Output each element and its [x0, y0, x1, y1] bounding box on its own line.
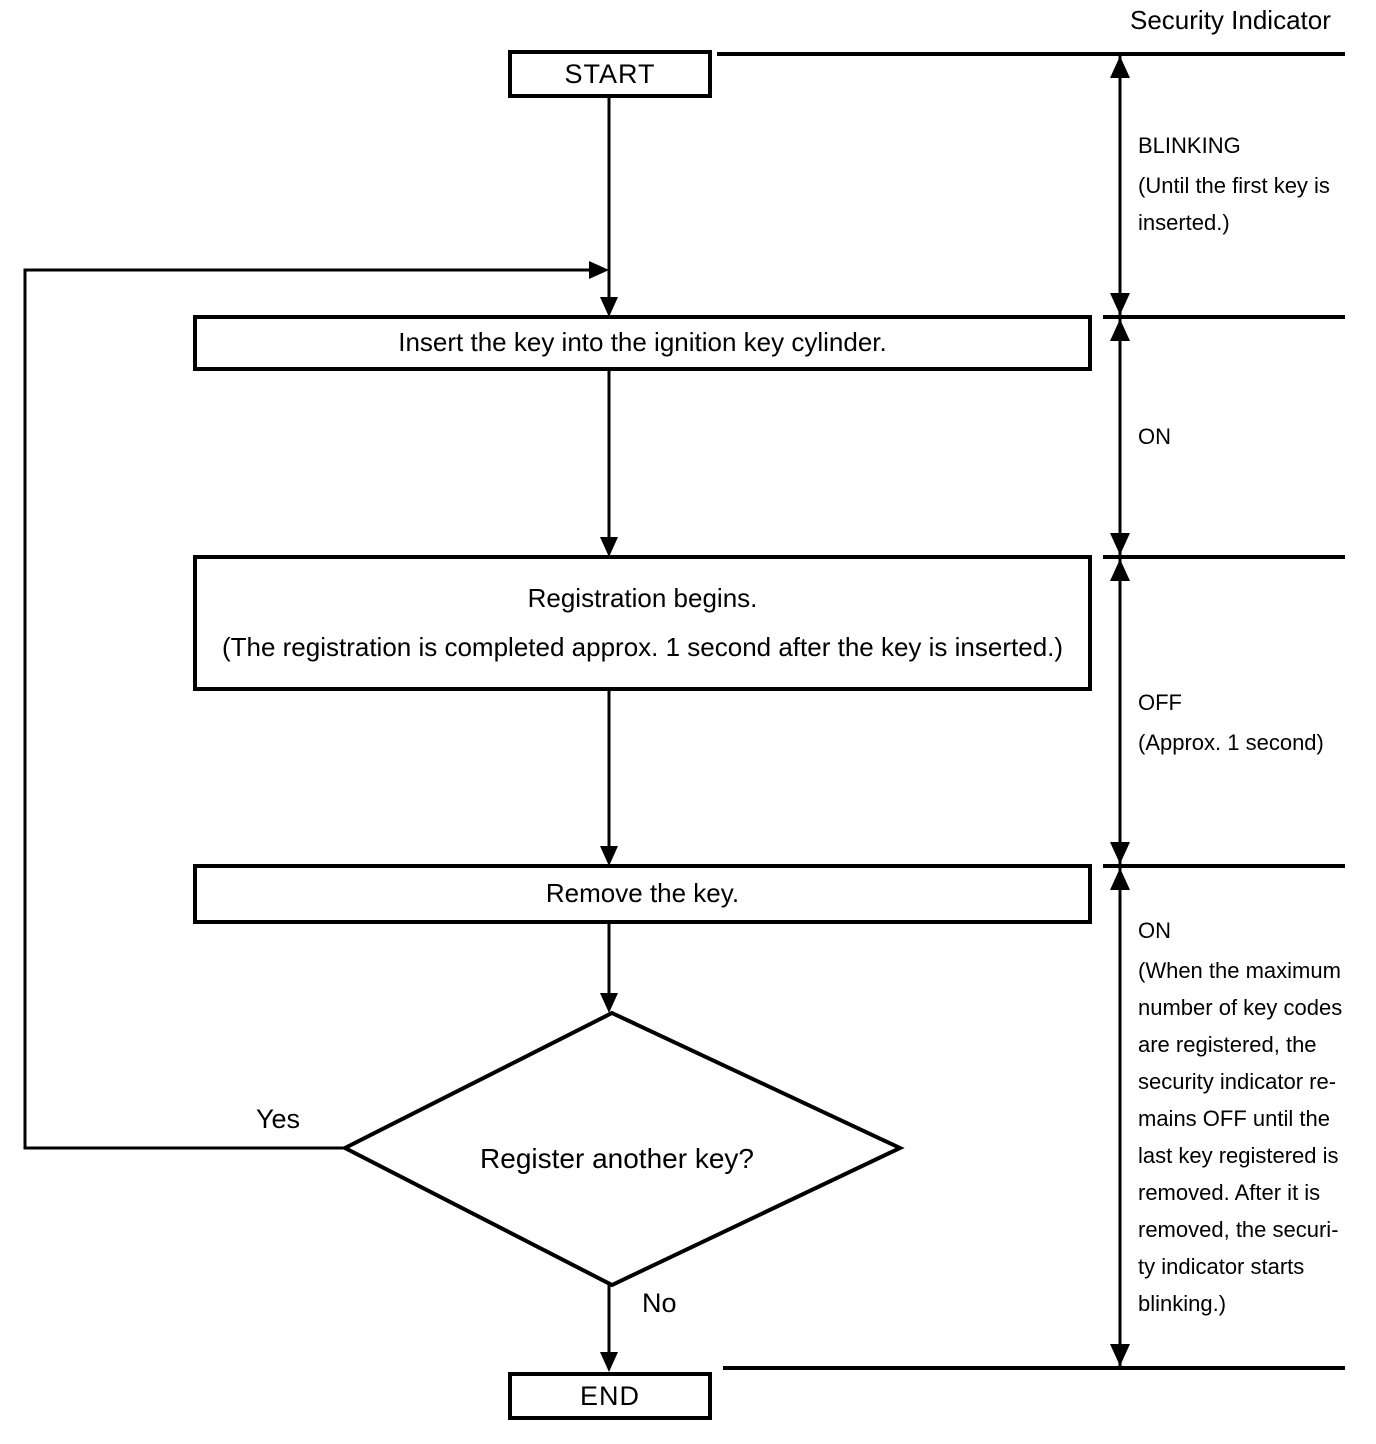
decision-diamond — [340, 1010, 905, 1288]
arrowhead-yes-loop — [589, 261, 609, 279]
indicator-state-on-1: ON — [1138, 424, 1171, 449]
indicator-state-on-2: ON — [1138, 918, 1171, 943]
registration-step-line1: Registration begins. — [527, 582, 758, 613]
arrowhead-into-insert — [600, 297, 618, 317]
indicator-detail-on-2: (When the maximum number of key codes ar… — [1138, 958, 1343, 1316]
indicator-arrow-down-seg3 — [1110, 842, 1130, 864]
registration-step-line2: (The registration is completed approx. 1… — [221, 632, 1064, 662]
no-branch-label: No — [642, 1288, 677, 1318]
decision-question: Register another key? — [480, 1143, 754, 1174]
connector-yes-loop — [23, 268, 592, 1150]
registration-step: Registration begins. (The registration i… — [193, 555, 1092, 691]
arrowhead-into-decision — [600, 993, 618, 1013]
indicator-arrow-up-seg3 — [1110, 559, 1130, 581]
arrowhead-into-remove — [600, 846, 618, 866]
indicator-arrow-down-seg2 — [1110, 533, 1130, 555]
indicator-detail-off: (Approx. 1 second) — [1138, 730, 1324, 755]
indicator-state-off: OFF — [1138, 690, 1182, 715]
yes-branch-label: Yes — [256, 1104, 301, 1134]
insert-key-step: Insert the key into the ignition key cyl… — [193, 315, 1092, 371]
arrowhead-into-registration — [600, 537, 618, 557]
indicator-arrow-up-seg2 — [1110, 319, 1130, 341]
start-node: START — [508, 50, 712, 98]
indicator-state-blinking: BLINKING — [1138, 133, 1241, 158]
indicator-arrow-down-seg4 — [1110, 1344, 1130, 1366]
indicator-arrow-down-seg1 — [1110, 293, 1130, 315]
end-node: END — [508, 1372, 712, 1420]
security-indicator-title: Security Indicator — [1130, 5, 1331, 35]
indicator-arrow-up-seg1 — [1110, 56, 1130, 78]
indicator-arrow-up-seg4 — [1110, 868, 1130, 890]
indicator-detail-blinking: (Until the first key is inserted.) — [1138, 173, 1330, 235]
remove-key-step: Remove the key. — [193, 864, 1092, 924]
arrowhead-into-end — [600, 1352, 618, 1372]
